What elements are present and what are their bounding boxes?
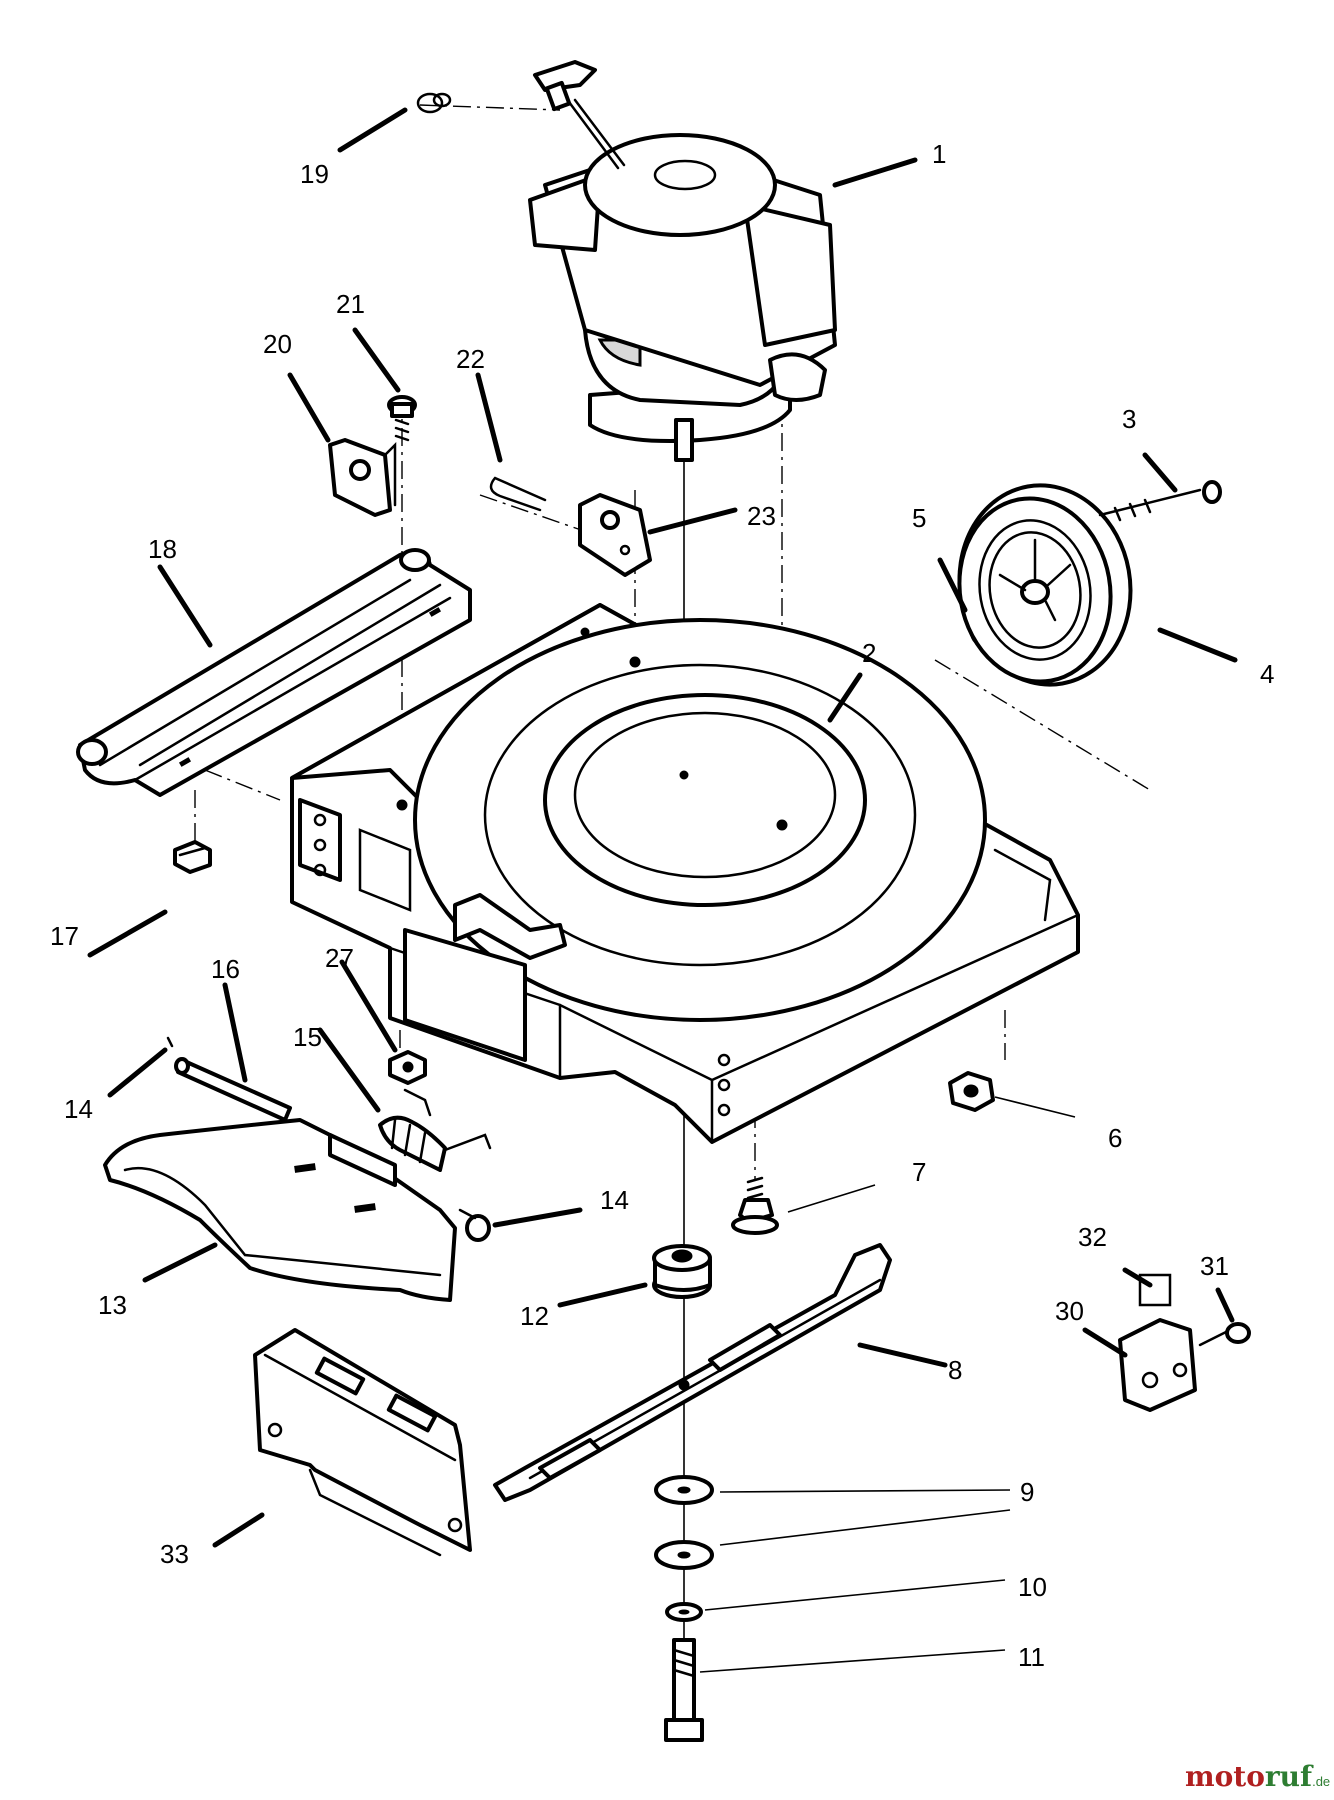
watermark-part2: ruf xyxy=(1265,1760,1314,1793)
nut-6 xyxy=(948,1071,995,1112)
spring-15 xyxy=(378,1088,492,1172)
callout-13: 13 xyxy=(98,1290,127,1320)
hairpin-22 xyxy=(489,476,547,512)
callout-30: 30 xyxy=(1055,1296,1084,1326)
callout-18: 18 xyxy=(148,534,177,564)
callout-32: 32 xyxy=(1078,1222,1107,1252)
callout-7: 7 xyxy=(912,1157,926,1187)
hinge-rod-16 xyxy=(174,1057,292,1122)
callout-leaders xyxy=(87,107,1238,1673)
callout-6: 6 xyxy=(1108,1123,1122,1153)
axle-bolt-3 xyxy=(1098,480,1222,522)
bracket-20 xyxy=(328,438,397,517)
callout-12: 12 xyxy=(520,1301,549,1331)
callout-3: 3 xyxy=(1122,404,1136,434)
callout-11: 11 xyxy=(1018,1642,1045,1672)
clip-14-top xyxy=(166,1036,174,1048)
lock-washer-10 xyxy=(665,1602,703,1622)
callout-23: 23 xyxy=(747,501,776,531)
bolt-21 xyxy=(387,395,417,442)
callout-31: 31 xyxy=(1200,1251,1229,1281)
blade-8 xyxy=(493,1243,892,1502)
callout-22: 22 xyxy=(456,344,485,374)
wheel-4 xyxy=(957,483,1133,687)
watermark-part1: moto xyxy=(1185,1760,1265,1793)
callout-20: 20 xyxy=(263,329,292,359)
bracket-23 xyxy=(578,493,652,577)
mower-deck xyxy=(290,603,1080,1144)
callout-21: 21 xyxy=(336,289,365,319)
bolt-7 xyxy=(731,1176,779,1235)
watermark-logo: motoruf.de xyxy=(1185,1760,1330,1793)
callout-9: 9 xyxy=(1020,1477,1034,1507)
nut-27 xyxy=(388,1050,427,1085)
callout-5: 5 xyxy=(912,503,926,533)
callout-4: 4 xyxy=(1260,659,1274,689)
callout-2: 2 xyxy=(862,638,876,668)
clip-19 xyxy=(416,92,452,114)
engine xyxy=(528,60,837,462)
hinge-pin-14 xyxy=(458,1208,491,1242)
blade-adapter-12 xyxy=(652,1244,712,1299)
blade-bolt-11 xyxy=(664,1638,704,1742)
callout-17: 17 xyxy=(50,921,79,951)
callout-14a: 14 xyxy=(64,1094,93,1124)
discharge-door-13 xyxy=(103,1118,457,1302)
callout-27: 27 xyxy=(325,943,354,973)
callout-labels: 1 2 3 4 5 6 7 8 9 10 11 12 13 14 14 15 1… xyxy=(50,139,1274,1672)
washer-9 xyxy=(654,1475,714,1570)
watermark-suffix: .de xyxy=(1312,1774,1330,1789)
mulch-kit-30-32 xyxy=(1118,1273,1251,1412)
callout-10: 10 xyxy=(1018,1572,1047,1602)
callout-8: 8 xyxy=(948,1355,962,1385)
shield-33 xyxy=(253,1328,472,1557)
block-17 xyxy=(173,840,212,874)
callout-14b: 14 xyxy=(600,1185,629,1215)
callout-16: 16 xyxy=(211,954,240,984)
rear-baffle-18 xyxy=(76,548,472,797)
callout-19: 19 xyxy=(300,159,329,189)
callout-15: 15 xyxy=(293,1022,322,1052)
callout-1: 1 xyxy=(932,139,946,169)
svg-text:motoruf.de: motoruf.de xyxy=(1185,1760,1330,1793)
callout-33: 33 xyxy=(160,1539,189,1569)
